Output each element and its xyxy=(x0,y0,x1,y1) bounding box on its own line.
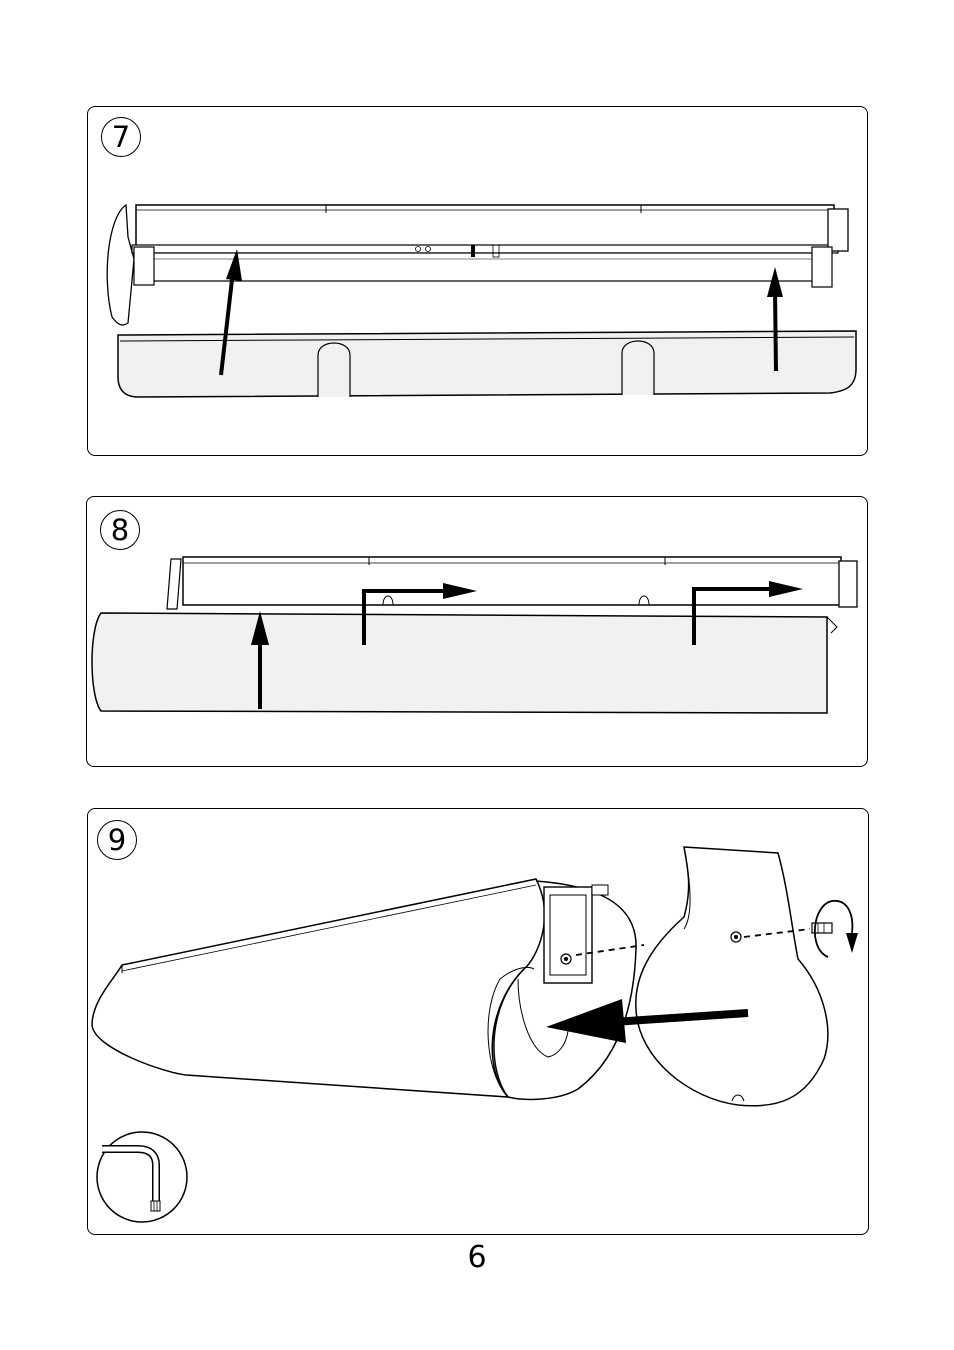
step-9-illustration xyxy=(88,809,870,1236)
step-8-panel: 8 xyxy=(86,496,868,767)
step-7-number: 7 xyxy=(101,117,141,157)
step-9-panel: 9 xyxy=(87,808,869,1235)
step-7-illustration xyxy=(88,107,869,457)
step-7-panel: 7 xyxy=(87,106,868,456)
step-8-number: 8 xyxy=(100,510,140,550)
step-8-illustration xyxy=(87,497,869,768)
step-9-number: 9 xyxy=(97,820,137,860)
hex-key-icon xyxy=(97,1132,187,1222)
page-number: 6 xyxy=(0,1240,954,1275)
